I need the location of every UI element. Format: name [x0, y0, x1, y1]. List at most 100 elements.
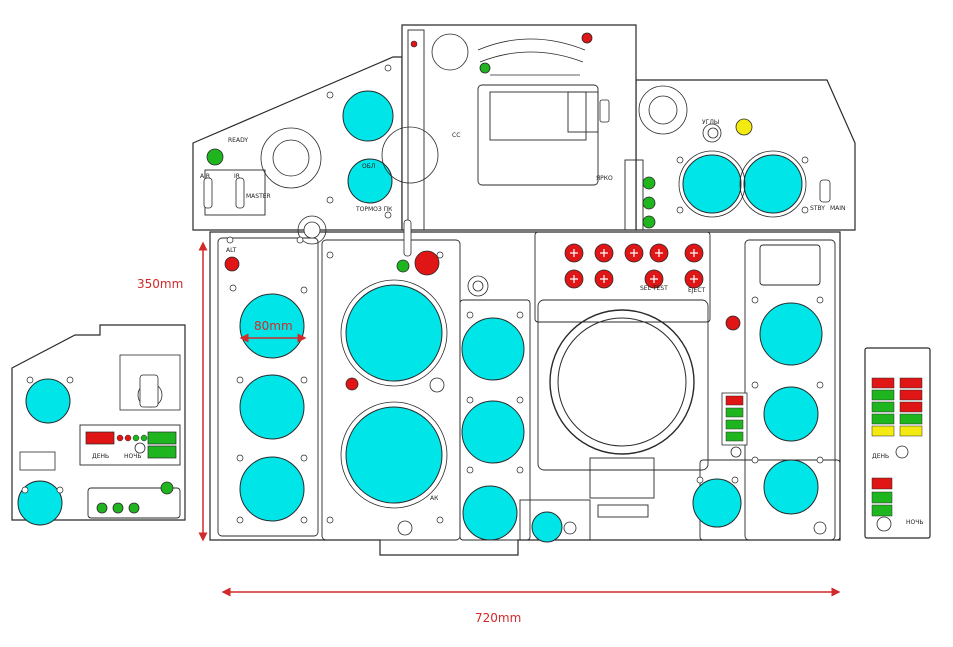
lamp-icon: [96, 502, 108, 514]
lamp-icon: [642, 196, 656, 210]
dial-icon: [25, 378, 71, 424]
panel-labels: READY AIR IR MASTER ОБЛ ТОРМОЗ ПК CC ЯРК…: [92, 119, 923, 526]
height-dimension-label: 350mm: [137, 277, 183, 291]
label-master: MASTER: [246, 193, 271, 200]
label-ugly: УГЛЫ: [702, 119, 719, 126]
screw-icon: [56, 486, 64, 494]
indicator-lamp: [899, 425, 923, 437]
label-eject: EJECT: [688, 287, 706, 294]
hud-scale: [477, 38, 586, 76]
screw-icon: [21, 486, 29, 494]
indicator-lamp: [871, 377, 895, 389]
dial-icon: [461, 400, 525, 464]
dial-icon: [461, 317, 525, 381]
indicator-lamp: [899, 401, 923, 413]
left-console-indicators: [85, 431, 177, 459]
screw-icon: [300, 516, 308, 524]
lamp-icon: [642, 215, 656, 229]
screw-icon: [236, 454, 244, 462]
dial-icon: [682, 154, 742, 214]
knob-icon[interactable]: [813, 521, 827, 535]
label-stby: STBY: [810, 205, 825, 212]
label-noch-left: НОЧЬ: [124, 453, 141, 460]
screw-icon: [384, 211, 392, 219]
label-obl: ОБЛ: [362, 163, 375, 170]
lamp-icon: [112, 502, 124, 514]
label-ak: АК: [430, 495, 439, 502]
left-side-console: [11, 324, 186, 521]
lamp-icon: [345, 377, 359, 391]
cross-mark-icon: [650, 275, 658, 283]
label-den-right: ДЕНЬ: [872, 453, 889, 460]
lamp-icon: [642, 176, 656, 190]
lamp-icon: [735, 118, 753, 136]
knob-icon[interactable]: [429, 377, 445, 393]
knob-icon[interactable]: [397, 520, 413, 536]
toggle-switch-icon[interactable]: [139, 374, 159, 408]
screw-icon: [466, 311, 474, 319]
cross-mark-icon: [690, 249, 698, 257]
screw-icon: [751, 456, 759, 464]
screw-icon: [66, 376, 74, 384]
dial-icon: [531, 511, 563, 543]
screw-icon: [436, 251, 444, 259]
warning-button-row: [564, 243, 704, 289]
dial-icon: [759, 302, 823, 366]
label-air: AIR: [200, 173, 210, 180]
indicator-lamp: [871, 425, 895, 437]
lamp-icon: [224, 256, 240, 272]
label-main: MAIN: [830, 205, 846, 212]
width-dimension-label: 720mm: [475, 611, 521, 625]
screw-icon: [26, 376, 34, 384]
indicator-lamp: [871, 504, 893, 517]
label-ready: READY: [228, 137, 248, 144]
screw-icon: [236, 376, 244, 384]
toggle-switch-icon[interactable]: [235, 177, 245, 209]
dial-icon: [763, 459, 819, 515]
sub-panel-lines: [204, 29, 841, 541]
toggle-switch-icon[interactable]: [819, 179, 831, 203]
screw-icon: [696, 476, 704, 484]
panel-hardware: [139, 99, 831, 536]
cross-mark-icon: [600, 249, 608, 257]
label-den-left: ДЕНЬ: [92, 453, 109, 460]
toggle-switch-icon[interactable]: [403, 219, 412, 257]
screw-icon: [326, 91, 334, 99]
lamp-icon: [410, 40, 418, 48]
screw-icon: [229, 284, 237, 292]
dial-icon: [692, 478, 742, 528]
toggle-switch-icon[interactable]: [203, 177, 213, 209]
knob-icon[interactable]: [730, 446, 742, 458]
screw-icon: [816, 296, 824, 304]
cross-mark-icon: [630, 249, 638, 257]
cross-mark-icon: [570, 275, 578, 283]
knob-icon[interactable]: [707, 127, 719, 139]
lamp-icon: [396, 259, 410, 273]
knob-icon[interactable]: [563, 521, 577, 535]
label-cc: CC: [452, 132, 460, 139]
screw-icon: [676, 206, 684, 214]
screw-icon: [816, 456, 824, 464]
screw-icon: [816, 381, 824, 389]
dial-icon: [345, 284, 443, 382]
dial-icon: [17, 480, 63, 526]
label-noch-right: НОЧЬ: [906, 519, 923, 526]
screw-icon: [731, 476, 739, 484]
warning-button-icon[interactable]: [414, 250, 440, 276]
lamp-icon: [479, 62, 491, 74]
dial-icon: [347, 158, 393, 204]
lamp-icon: [581, 32, 593, 44]
indicator-lamp: [899, 389, 923, 401]
indicator-lamp: [725, 395, 744, 406]
dial-icon: [345, 406, 443, 504]
label-alt: ALT: [226, 247, 237, 254]
radar-scope: [549, 309, 695, 499]
screw-icon: [751, 381, 759, 389]
screw-icon: [466, 396, 474, 404]
indicator-lamp: [871, 491, 893, 504]
knob-icon[interactable]: [303, 221, 321, 239]
toggle-switch-icon[interactable]: [599, 99, 610, 123]
cross-mark-icon: [690, 275, 698, 283]
